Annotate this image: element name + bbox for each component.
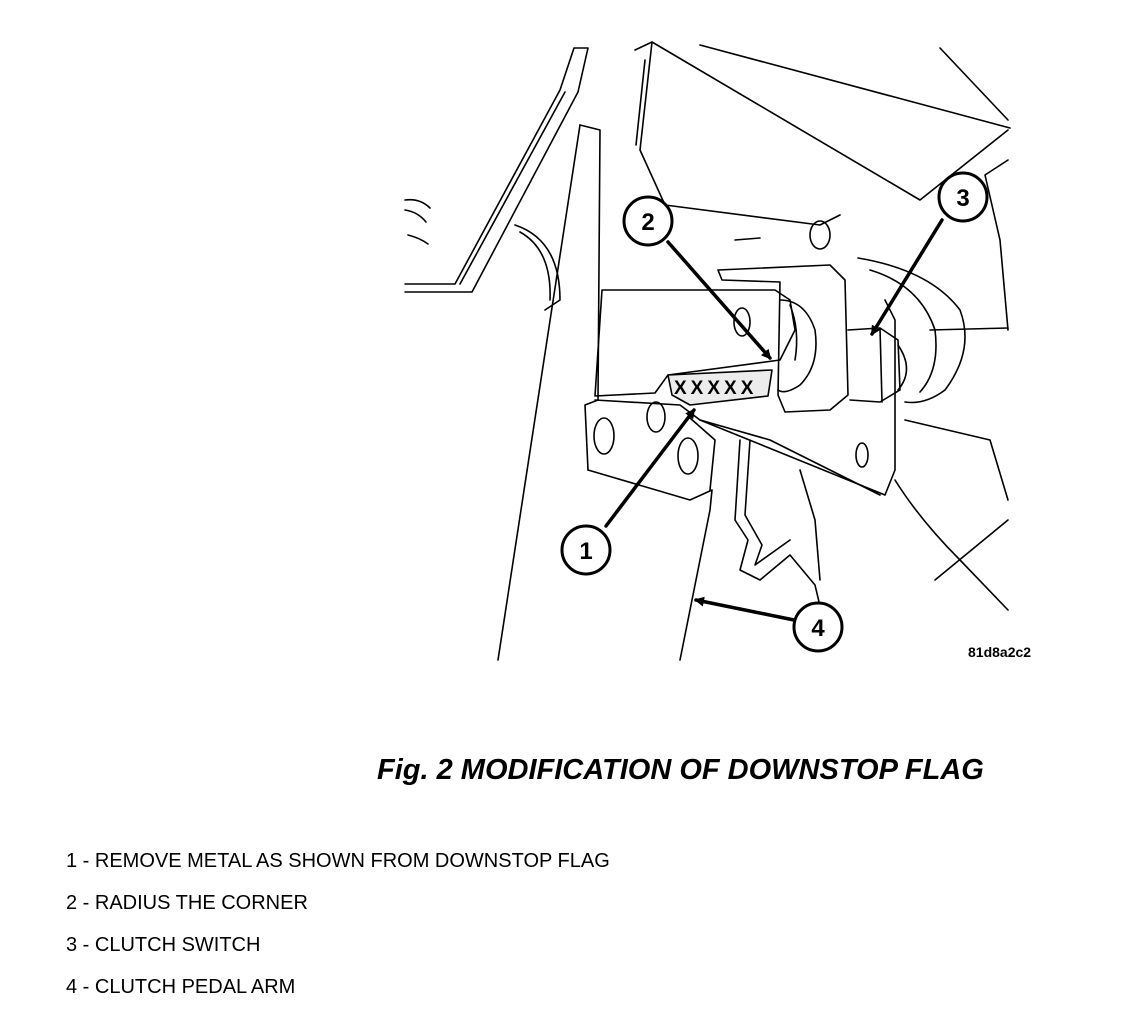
- clutch-switch-illustration: XXXXX 1 2 3 4 81d8a2c2: [404, 41, 1031, 661]
- clutch-pedal-arm: [497, 124, 829, 661]
- figure-caption: Fig. 2 MODIFICATION OF DOWNSTOP FLAG: [377, 754, 984, 786]
- legend-item-2: 2 - RADIUS THE CORNER: [66, 892, 308, 914]
- callout-arrows: [604, 218, 944, 622]
- legend-item-1: 1 - REMOVE METAL AS SHOWN FROM DOWNSTOP …: [66, 850, 610, 872]
- clutch-switch: [717, 264, 908, 468]
- callout-3-number: 3: [956, 185, 969, 212]
- callout-arrow-1: [604, 408, 696, 528]
- background-structure: [404, 41, 1011, 611]
- callout-arrow-3: [870, 218, 944, 336]
- legend-item-3: 3 - CLUTCH SWITCH: [66, 934, 261, 956]
- legend-item-4: 4 - CLUTCH PEDAL ARM: [66, 976, 296, 998]
- legend-list: 1 - REMOVE METAL AS SHOWN FROM DOWNSTOP …: [66, 848, 610, 1016]
- callout-4: 4: [792, 601, 844, 653]
- removal-marking: XXXXX: [674, 378, 757, 399]
- callout-2: 2: [622, 195, 674, 247]
- callout-1-number: 1: [579, 538, 592, 565]
- callout-3: 3: [937, 171, 989, 223]
- figure-code: 81d8a2c2: [968, 644, 1031, 660]
- callout-arrow-2: [666, 240, 772, 360]
- callout-2-number: 2: [641, 209, 654, 236]
- callout-arrow-4: [694, 596, 796, 622]
- callout-4-number: 4: [811, 615, 825, 642]
- callout-1: 1: [560, 524, 612, 576]
